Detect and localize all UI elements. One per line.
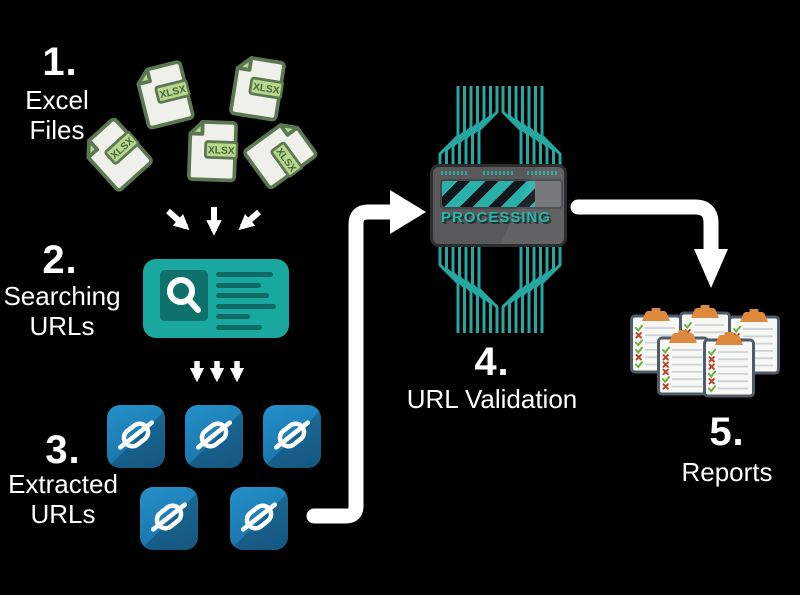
search-text-line: [216, 282, 261, 288]
xlsx-file-icon: XLSX: [226, 51, 288, 124]
report-clipboard-icon: [657, 330, 709, 396]
step-2-number: 2.: [42, 238, 78, 282]
xlsx-file-icon: XLSX: [185, 117, 239, 185]
circuit-traces-top: [438, 86, 562, 166]
chain-link-icon: [240, 502, 278, 532]
step-4-label: URL Validation: [406, 384, 578, 414]
search-text-line: [216, 324, 262, 330]
xlsx-file-icon: XLSX: [75, 113, 158, 197]
xlsx-badge-text: XLSX: [252, 82, 280, 97]
url-link-tile: [107, 405, 165, 468]
step-4-number: 4.: [474, 340, 510, 384]
xlsx-file-icon: XLSX: [131, 57, 197, 134]
search-card: [143, 259, 289, 338]
search-icon: [167, 277, 201, 313]
step-3-label: Extracted URLs: [8, 469, 118, 529]
xlsx-file-icon: XLSX: [238, 113, 322, 194]
search-text-line: [216, 293, 269, 298]
processing-status-label: PROCESSING: [441, 209, 552, 226]
search-text-line: [216, 272, 273, 277]
chain-link-icon: [273, 420, 311, 450]
xlsx-badge-text: XLSX: [208, 145, 235, 157]
report-clipboard-icon: [703, 332, 755, 398]
chip-progress-bar: [440, 179, 563, 209]
flow-arrow-2: [570, 199, 728, 288]
step-1-label: Excel Files: [25, 85, 89, 145]
search-result-lines: [216, 272, 276, 335]
chain-link-icon: [150, 502, 188, 532]
chip-marking: [483, 171, 513, 175]
chip-marking: [441, 171, 467, 175]
url-link-tile: [140, 487, 198, 550]
step-5-label: Reports: [681, 457, 773, 487]
search-text-line: [216, 314, 250, 319]
search-text-line: [216, 303, 276, 309]
chip-marking: [527, 171, 559, 175]
chain-link-icon: [195, 420, 233, 450]
step-2-label: Searching URLs: [3, 281, 121, 341]
step-5-number: 5.: [709, 410, 745, 454]
chip-progress-fill: [442, 181, 535, 207]
step-1-number: 1.: [42, 40, 78, 84]
processor-chip: PROCESSING: [430, 164, 567, 247]
url-link-tile: [230, 487, 288, 550]
url-link-tile: [263, 405, 321, 468]
flow-arrow-1: [306, 190, 426, 524]
step-3-number: 3.: [45, 428, 81, 472]
chain-link-icon: [117, 420, 155, 450]
converge-arrows-icon: [166, 207, 261, 236]
down-arrows-icon: [189, 361, 245, 383]
url-link-tile: [185, 405, 243, 468]
circuit-traces-bottom: [438, 247, 562, 333]
search-icon-box: [160, 270, 208, 321]
